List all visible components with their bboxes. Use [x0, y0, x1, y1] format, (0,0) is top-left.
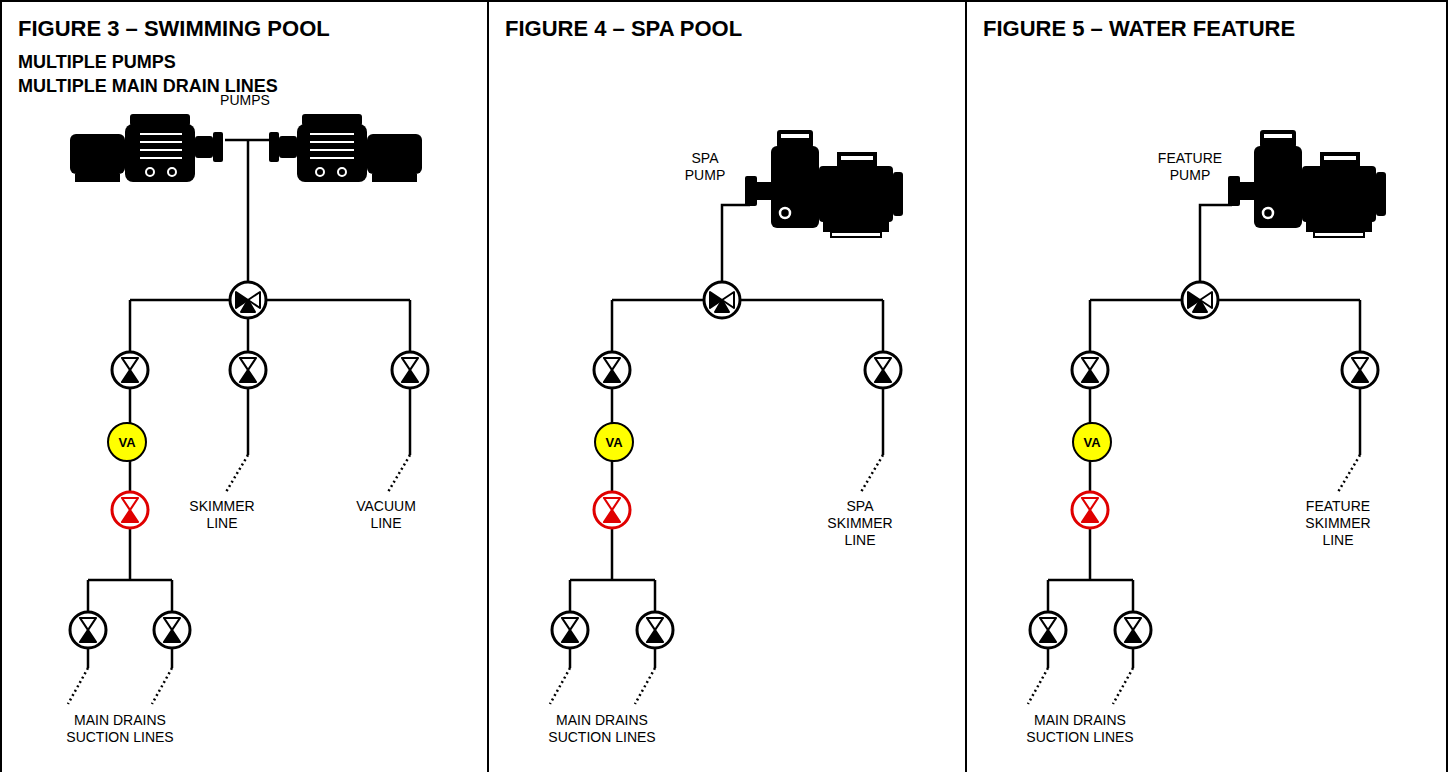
pipe-label: SKIMMER LINE — [188, 498, 256, 532]
figure-title: FIGURE 3 – SWIMMING POOL — [18, 16, 330, 42]
pipe-label: MAIN DRAINS SUCTION LINES — [540, 712, 664, 746]
pipe-label: MAIN DRAINS SUCTION LINES — [58, 712, 182, 746]
figure-title: FIGURE 5 – WATER FEATURE — [983, 16, 1295, 42]
pipe-label: MAIN DRAINS SUCTION LINES — [1018, 712, 1142, 746]
pipe-label: VACUUM LINE — [352, 498, 420, 532]
vacuum-release-valve: VA — [107, 422, 147, 462]
vacuum-release-valve: VA — [1072, 422, 1112, 462]
figure-panel: FIGURE 3 – SWIMMING POOLMULTIPLE PUMPSMU… — [0, 0, 487, 772]
valve-label: VA — [605, 435, 622, 450]
valve-label: VA — [1083, 435, 1100, 450]
figure-panel: FIGURE 5 – WATER FEATURE VA — [965, 0, 1448, 772]
figure-subtitle: MULTIPLE PUMPS — [18, 52, 176, 73]
pipe-label: PUMPS — [185, 92, 305, 109]
pipe-label: FEATURE SKIMMER LINE — [1304, 498, 1372, 549]
valve-label: VA — [118, 435, 135, 450]
pipe-label: FEATURE PUMP — [1156, 150, 1224, 184]
vacuum-release-valve: VA — [594, 422, 634, 462]
pipe-label: SPA SKIMMER LINE — [826, 498, 894, 549]
pipe-label: SPA PUMP — [672, 150, 738, 184]
figure-panel: FIGURE 4 – SPA POOL VA — [487, 0, 965, 772]
figure-title: FIGURE 4 – SPA POOL — [505, 16, 742, 42]
